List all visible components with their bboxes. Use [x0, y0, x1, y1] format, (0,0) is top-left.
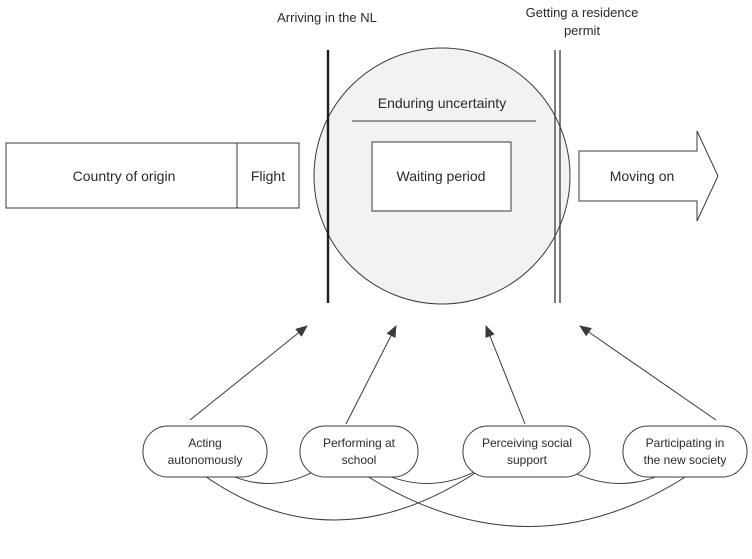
factor-label-acting-line2: autonomously [168, 453, 243, 467]
arrow-school [345, 325, 397, 425]
factor-label-perceiving-line2: support [507, 453, 548, 467]
connection-school-participation [349, 464, 704, 527]
factor-label-participating-line2: the new society [644, 453, 727, 467]
factor-oval-acting-autonomously [142, 425, 268, 478]
residence-permit-line [554, 50, 561, 303]
moving-on-label: Moving on [610, 168, 675, 184]
factor-label-participating-line1: Participating in [646, 436, 725, 450]
factor-label-performing-line2: school [342, 453, 377, 467]
residence-permit-label-line1: Getting a residence [526, 5, 639, 20]
moving-on-arrow [578, 130, 719, 222]
flight-label: Flight [251, 168, 285, 184]
factor-label-perceiving-line1: Perceiving social [482, 436, 572, 450]
arrow-participation [579, 325, 717, 421]
enduring-uncertainty-label: Enduring uncertainty [378, 95, 506, 111]
waiting-period-box [371, 141, 512, 212]
arrow-social-support [485, 325, 526, 425]
flight-box [236, 142, 300, 209]
country-of-origin-label: Country of origin [73, 168, 176, 184]
factor-oval-performing-at-school [299, 425, 419, 478]
waiting-period-label: Waiting period [397, 168, 486, 184]
factor-oval-perceiving-social-support [462, 425, 591, 478]
residence-permit-label-line2: permit [564, 23, 601, 38]
factor-label-acting-line1: Acting [188, 436, 221, 450]
connection-autonomy-social [189, 464, 488, 521]
arriving-label: Arriving in the NL [277, 10, 377, 25]
country-of-origin-box [5, 142, 243, 209]
factor-oval-participating-in-new-society [622, 425, 748, 478]
factor-connections [189, 464, 704, 527]
arrow-autonomy [189, 325, 308, 421]
factor-label-performing-line1: Performing at [323, 436, 396, 450]
